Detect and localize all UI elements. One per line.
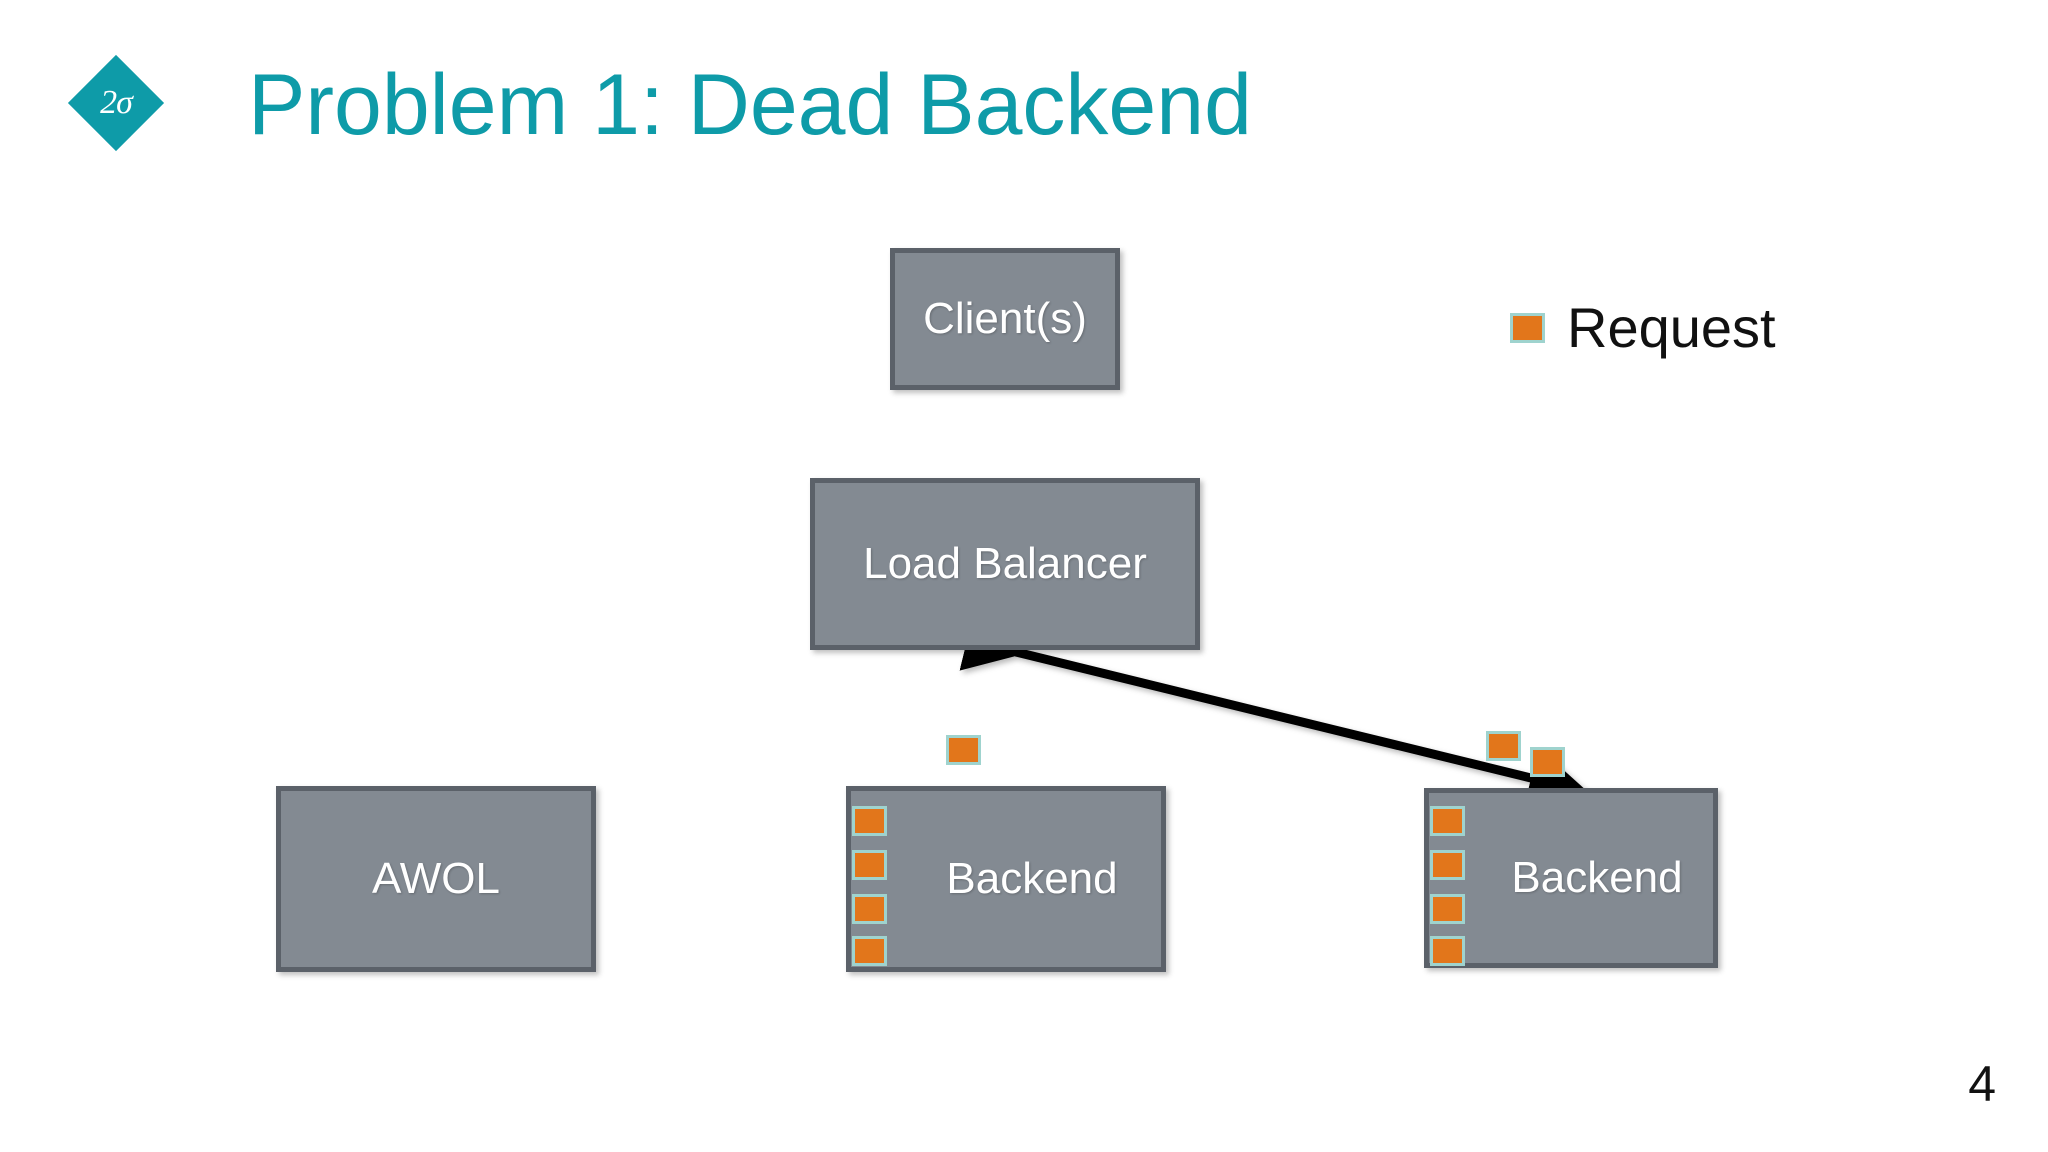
request-square-backend-1-queue-1	[852, 806, 887, 836]
request-square-backend-2-queue-4	[1430, 936, 1465, 966]
node-clients[interactable]: Client(s)	[890, 248, 1120, 390]
node-backend-1-label: Backend	[946, 854, 1118, 903]
node-load-balancer-label: Load Balancer	[863, 539, 1147, 588]
node-backend-2-label: Backend	[1511, 853, 1683, 902]
node-backend-2[interactable]: Backend	[1424, 788, 1718, 968]
arrow-loadbalancer-backend-2	[959, 609, 1588, 809]
logo-text: 2σ	[100, 84, 133, 121]
request-square-backend-2-queue-1	[1430, 806, 1465, 836]
two-sigma-logo-icon: 2σ	[67, 54, 165, 152]
page-number: 4	[1968, 1056, 1996, 1112]
request-square-backend-1-queue-3	[852, 894, 887, 924]
legend-request-swatch-icon	[1510, 313, 1545, 343]
node-awol-label: AWOL	[372, 854, 500, 903]
page-title: Problem 1: Dead Backend	[248, 57, 1252, 153]
request-square-backend-2-intransit-2	[1530, 747, 1565, 777]
request-square-backend-2-intransit-1	[1486, 731, 1521, 761]
node-backend-1[interactable]: Backend	[846, 786, 1166, 972]
request-square-backend-1-queue-2	[852, 850, 887, 880]
node-awol[interactable]: AWOL	[276, 786, 596, 972]
node-load-balancer[interactable]: Load Balancer	[810, 478, 1200, 650]
request-square-backend-1-intransit-1	[946, 735, 981, 765]
legend: Request	[1510, 300, 1776, 356]
legend-request-label: Request	[1567, 296, 1776, 359]
request-square-backend-1-queue-4	[852, 936, 887, 966]
request-square-backend-2-queue-3	[1430, 894, 1465, 924]
request-square-backend-2-queue-2	[1430, 850, 1465, 880]
node-clients-label: Client(s)	[923, 294, 1087, 343]
